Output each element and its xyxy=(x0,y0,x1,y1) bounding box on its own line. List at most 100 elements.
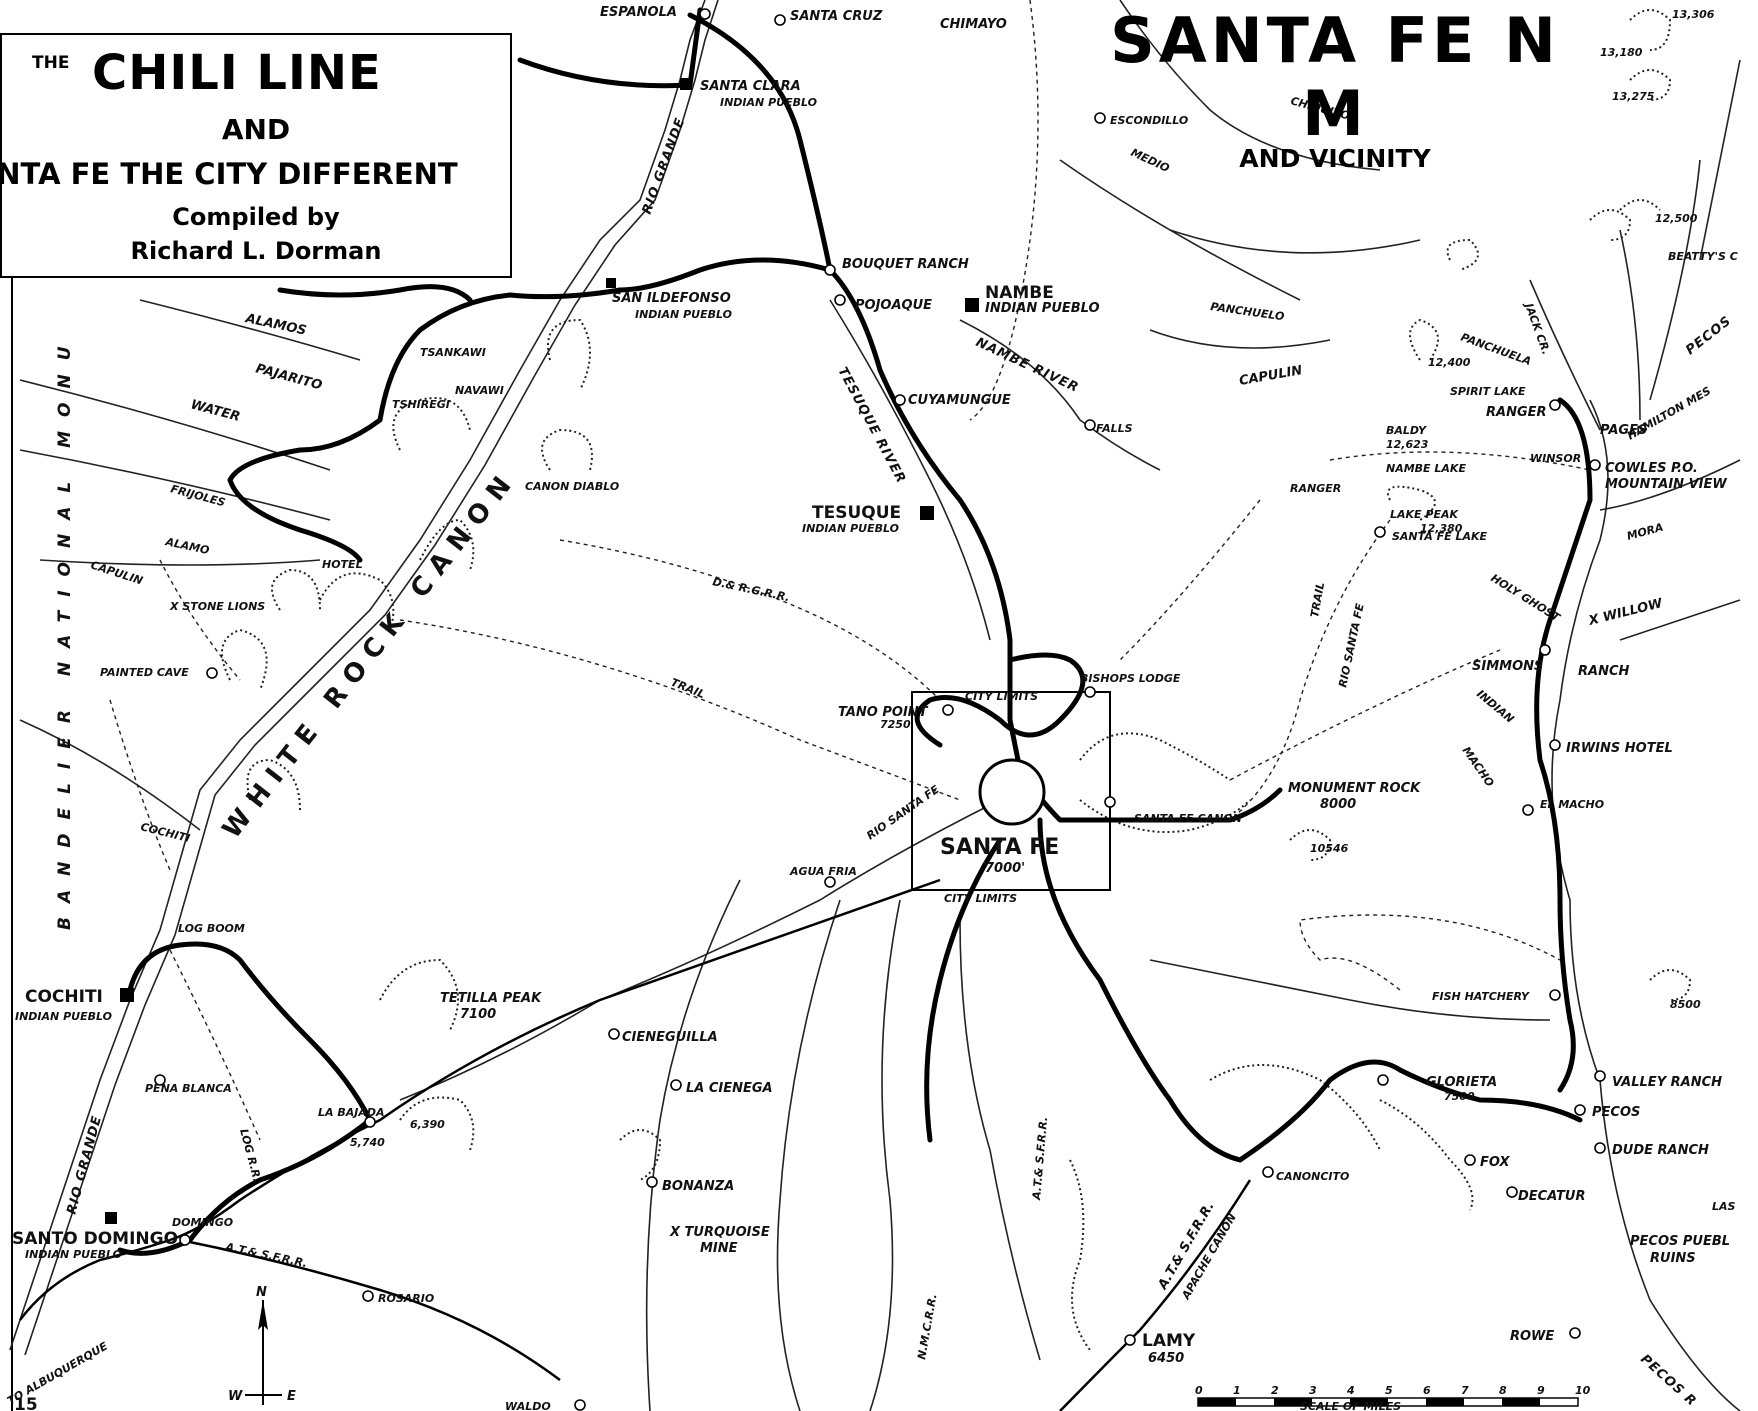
scale-tick-6: 6 xyxy=(1423,1384,1431,1397)
label-espanola: ESPANOLA xyxy=(600,5,677,20)
label-macho: MACHO xyxy=(1460,744,1497,789)
label-rio-santa-fe-north: RIO SANTA FE xyxy=(1336,602,1367,689)
label-el-macho: EL MACHO xyxy=(1540,798,1604,811)
compass-north: N xyxy=(256,1285,267,1300)
label-tano-elevation: 7250 xyxy=(880,718,911,731)
label-monument-rock: MONUMENT ROCK xyxy=(1288,781,1421,796)
label-tano-point: TANO POINT xyxy=(838,705,929,720)
title-compiled-by: Compiled by xyxy=(172,203,340,231)
label-peak-12400: 12,400 xyxy=(1428,356,1471,369)
label-white-rock-canon: WHITE ROCK CANON xyxy=(217,463,524,844)
label-elevation-6390: 6,390 xyxy=(410,1118,445,1131)
label-ranger-center: RANGER xyxy=(1290,482,1341,495)
label-la-cienega: LA CIENEGA xyxy=(686,1081,773,1096)
label-fox: FOX xyxy=(1480,1155,1510,1170)
label-lake-peak-elevation: 12,380 xyxy=(1420,522,1463,535)
label-tetilla-peak: TETILLA PEAK xyxy=(440,991,542,1006)
label-nambe-sub: INDIAN PUEBLO xyxy=(985,301,1100,316)
scale-tick-4: 4 xyxy=(1346,1384,1355,1397)
label-indian: INDIAN xyxy=(1474,687,1516,725)
label-fish-hatchery: FISH HATCHERY xyxy=(1432,990,1530,1003)
label-bandelier: BANDELIER NATIONAL MONU xyxy=(55,332,75,930)
map-title: SANTA FE N M AND VICINITY xyxy=(1085,4,1585,173)
label-cochiti-town: COCHITI xyxy=(25,987,103,1007)
map-title-main: SANTA FE N M xyxy=(1110,4,1560,150)
compass-west: W xyxy=(228,1389,243,1404)
label-pecos-north: PECOS xyxy=(1683,313,1734,358)
label-spirit-lake: SPIRIT LAKE xyxy=(1450,385,1526,398)
compass xyxy=(245,1300,282,1405)
label-capulin-east: CAPULIN xyxy=(1238,363,1303,389)
railroads xyxy=(19,7,1593,1411)
label-escondillo: ESCONDILLO xyxy=(1110,114,1188,127)
label-tshiregi: TSHIREGI xyxy=(392,398,450,411)
label-rowe: ROWE xyxy=(1510,1329,1554,1344)
label-holy-ghost: HOLY GHOST xyxy=(1488,572,1563,626)
label-decatur: DECATUR xyxy=(1518,1189,1585,1204)
scale-tick-3: 3 xyxy=(1309,1384,1317,1397)
scale-tick-10: 10 xyxy=(1575,1384,1591,1397)
label-willow: X WILLOW xyxy=(1586,596,1664,629)
scale-tick-0: 0 xyxy=(1195,1384,1203,1397)
label-cieneguilla: CIENEGUILLA xyxy=(622,1030,718,1045)
label-panchuelo: PANCHUELO xyxy=(1210,300,1286,323)
label-domingo: DOMINGO xyxy=(172,1216,233,1229)
tesuque-river xyxy=(829,299,991,641)
label-chimayo: CHIMAYO xyxy=(940,17,1007,32)
label-santa-cruz: SANTA CRUZ xyxy=(790,9,883,24)
label-nambe-river: NAMBE RIVER xyxy=(973,335,1081,396)
label-san-ildefonso-sub: INDIAN PUEBLO xyxy=(635,308,732,321)
label-santo-domingo: SANTO DOMINGO xyxy=(12,1229,178,1249)
label-city-limits-south: CITY LIMITS xyxy=(944,892,1017,905)
label-peak-10546: 10546 xyxy=(1310,842,1349,855)
label-city-limits-north: CITY LIMITS xyxy=(965,690,1038,703)
label-peak-8500: 8500 xyxy=(1670,998,1701,1011)
label-rio-grande-south: RIO GRANDE xyxy=(64,1114,105,1216)
title-author: Richard L. Dorman xyxy=(130,237,382,265)
label-jack-cr: JACK CR. xyxy=(1521,300,1552,357)
label-rio-santa-fe-west: RIO SANTA FE xyxy=(864,783,942,843)
label-ranch: RANCH xyxy=(1578,664,1629,679)
label-turquoise: X TURQUOISE xyxy=(669,1225,770,1240)
label-glorieta-elevation: 7500 xyxy=(1444,1090,1475,1103)
label-hotel: HOTEL xyxy=(322,558,363,571)
label-bouquet-ranch: BOUQUET RANCH xyxy=(842,257,969,272)
scale-bar xyxy=(1197,1397,1579,1407)
title-the: THE xyxy=(32,53,70,73)
label-painted-cave: PAINTED CAVE xyxy=(100,666,189,679)
label-peak-12500: 12,500 xyxy=(1655,212,1698,225)
chili-line-railroad xyxy=(517,7,703,89)
label-pecos: PECOS xyxy=(1592,1105,1640,1120)
label-capulin-west: CAPULIN xyxy=(89,558,144,587)
label-beattys: BEATTY'S C xyxy=(1668,250,1738,263)
label-santa-fe-elevation: 7000' xyxy=(985,861,1025,876)
compass-east: E xyxy=(287,1389,296,1404)
label-agua-fria: AGUA FRIA xyxy=(789,865,857,878)
label-corner-15: 15 xyxy=(14,1395,38,1411)
title-box: THE CHILI LINE AND NTA FE THE CITY DIFFE… xyxy=(0,33,512,278)
label-baldy-elevation: 12,623 xyxy=(1386,438,1429,451)
label-bishops-lodge: BISHOPS LODGE xyxy=(1080,672,1181,685)
label-peak-13306: 13,306 xyxy=(1672,8,1715,21)
label-navawi: NAVAWI xyxy=(455,384,504,397)
trails xyxy=(109,0,1591,1141)
town-markers xyxy=(105,8,1606,1411)
label-lake-peak: LAKE PEAK xyxy=(1390,508,1459,521)
label-santa-clara-sub: INDIAN PUEBLO xyxy=(720,96,817,109)
label-bonanza: BONANZA xyxy=(662,1179,734,1194)
label-tesuque-river: TESUQUE RIVER xyxy=(834,365,908,486)
label-mora: MORA xyxy=(1625,521,1664,543)
scale-tick-8: 8 xyxy=(1499,1384,1507,1397)
label-cochiti-creek: COCHITI xyxy=(139,820,191,845)
scale-tick-5: 5 xyxy=(1385,1384,1393,1397)
label-pecos-pueblo: PECOS PUEBL xyxy=(1630,1234,1730,1249)
label-water: WATER xyxy=(189,397,242,425)
label-cowles: COWLES P.O. xyxy=(1605,461,1698,476)
map-title-sub: AND VICINITY xyxy=(1239,144,1431,173)
title-chili-line: CHILI LINE xyxy=(92,45,382,101)
label-simmons: SIMMONS xyxy=(1472,659,1543,674)
label-la-bajada: LA BAJADA xyxy=(318,1106,385,1119)
label-rosario: ROSARIO xyxy=(378,1292,434,1305)
